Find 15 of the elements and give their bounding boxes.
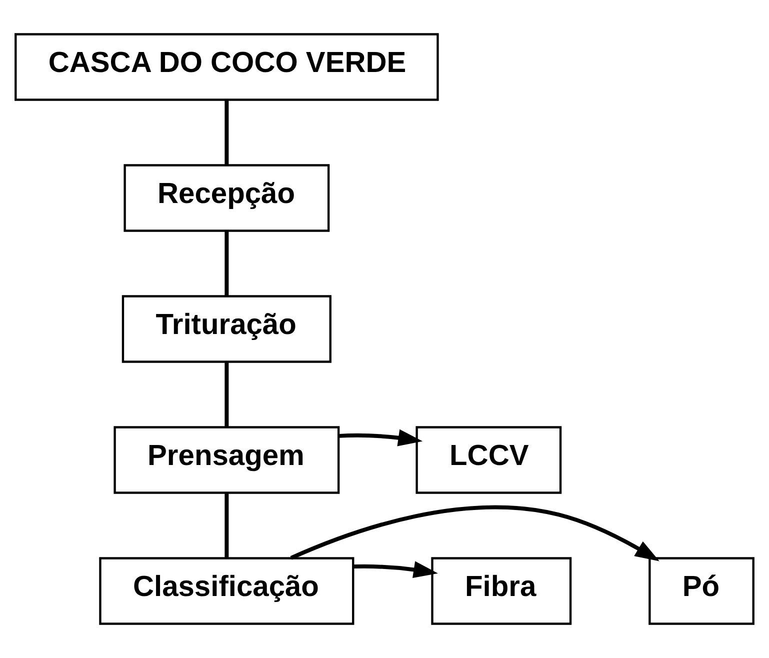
arrow xyxy=(338,429,423,446)
connector xyxy=(224,231,229,296)
connector xyxy=(224,100,229,166)
node-box: Recepção xyxy=(124,164,330,232)
node-box: Pó xyxy=(648,557,754,625)
arrow xyxy=(353,561,438,578)
node-box: Prensagem xyxy=(114,426,340,494)
node-box: LCCV xyxy=(416,426,562,494)
connector xyxy=(224,362,229,428)
node-box: CASCA DO COCO VERDE xyxy=(14,33,439,101)
arrow xyxy=(290,505,660,562)
node-box: Fibra xyxy=(431,557,572,625)
node-box: Trituração xyxy=(122,295,332,363)
node-box: Classificação xyxy=(99,557,354,625)
connector xyxy=(224,493,229,558)
